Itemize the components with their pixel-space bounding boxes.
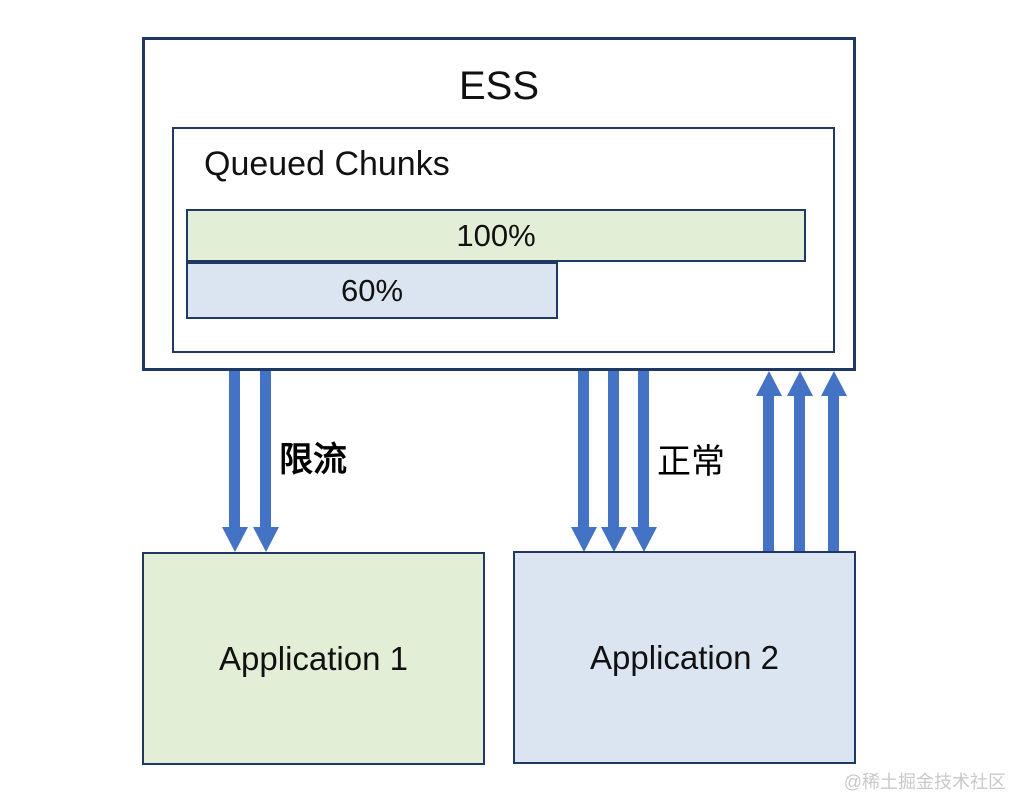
arrow-head-icon (252, 527, 279, 552)
arrow-shaft (794, 396, 805, 552)
arrow-shaft (828, 396, 839, 552)
queued-chunks-title: Queued Chunks (204, 145, 450, 183)
normal-down-arrow-3 (630, 371, 657, 552)
watermark: @稀土掘金技术社区 (843, 772, 1006, 792)
queue-bar-total-label: 100% (456, 217, 536, 253)
response-up-arrow-3 (820, 371, 847, 552)
arrow-head-icon (600, 527, 627, 552)
ess-box: ESS Queued Chunks 100% 60% (142, 37, 856, 371)
queue-bar-used-label: 60% (340, 272, 404, 308)
normal-down-arrow-1 (570, 371, 597, 552)
response-up-arrow-1 (755, 371, 782, 552)
queue-bar-used: 60% (186, 262, 558, 319)
arrow-head-icon (786, 371, 813, 396)
normal-down-arrow-2 (600, 371, 627, 552)
arrow-head-icon (820, 371, 847, 396)
arrow-shaft (578, 371, 589, 527)
application-1-label: Application 1 (219, 639, 408, 677)
queued-chunks-box: Queued Chunks 100% 60% (172, 127, 835, 353)
application-2-label: Application 2 (590, 638, 779, 676)
arrow-head-icon (221, 527, 248, 552)
arrow-shaft (763, 396, 774, 552)
application-2-box: Application 2 (513, 551, 856, 764)
application-1-box: Application 1 (142, 552, 485, 765)
ess-title: ESS (458, 64, 540, 108)
arrow-shaft (638, 371, 649, 527)
throttle-label: 限流 (279, 441, 347, 479)
arrow-shaft (229, 371, 240, 527)
arrow-shaft (608, 371, 619, 527)
normal-label: 正常 (657, 443, 725, 481)
arrow-head-icon (755, 371, 782, 396)
arrow-shaft (260, 371, 271, 527)
arrow-head-icon (630, 527, 657, 552)
throttle-down-arrow-2 (252, 371, 279, 552)
arrow-head-icon (570, 527, 597, 552)
throttle-down-arrow-1 (221, 371, 248, 552)
queue-bar-total: 100% (186, 209, 806, 262)
response-up-arrow-2 (786, 371, 813, 552)
